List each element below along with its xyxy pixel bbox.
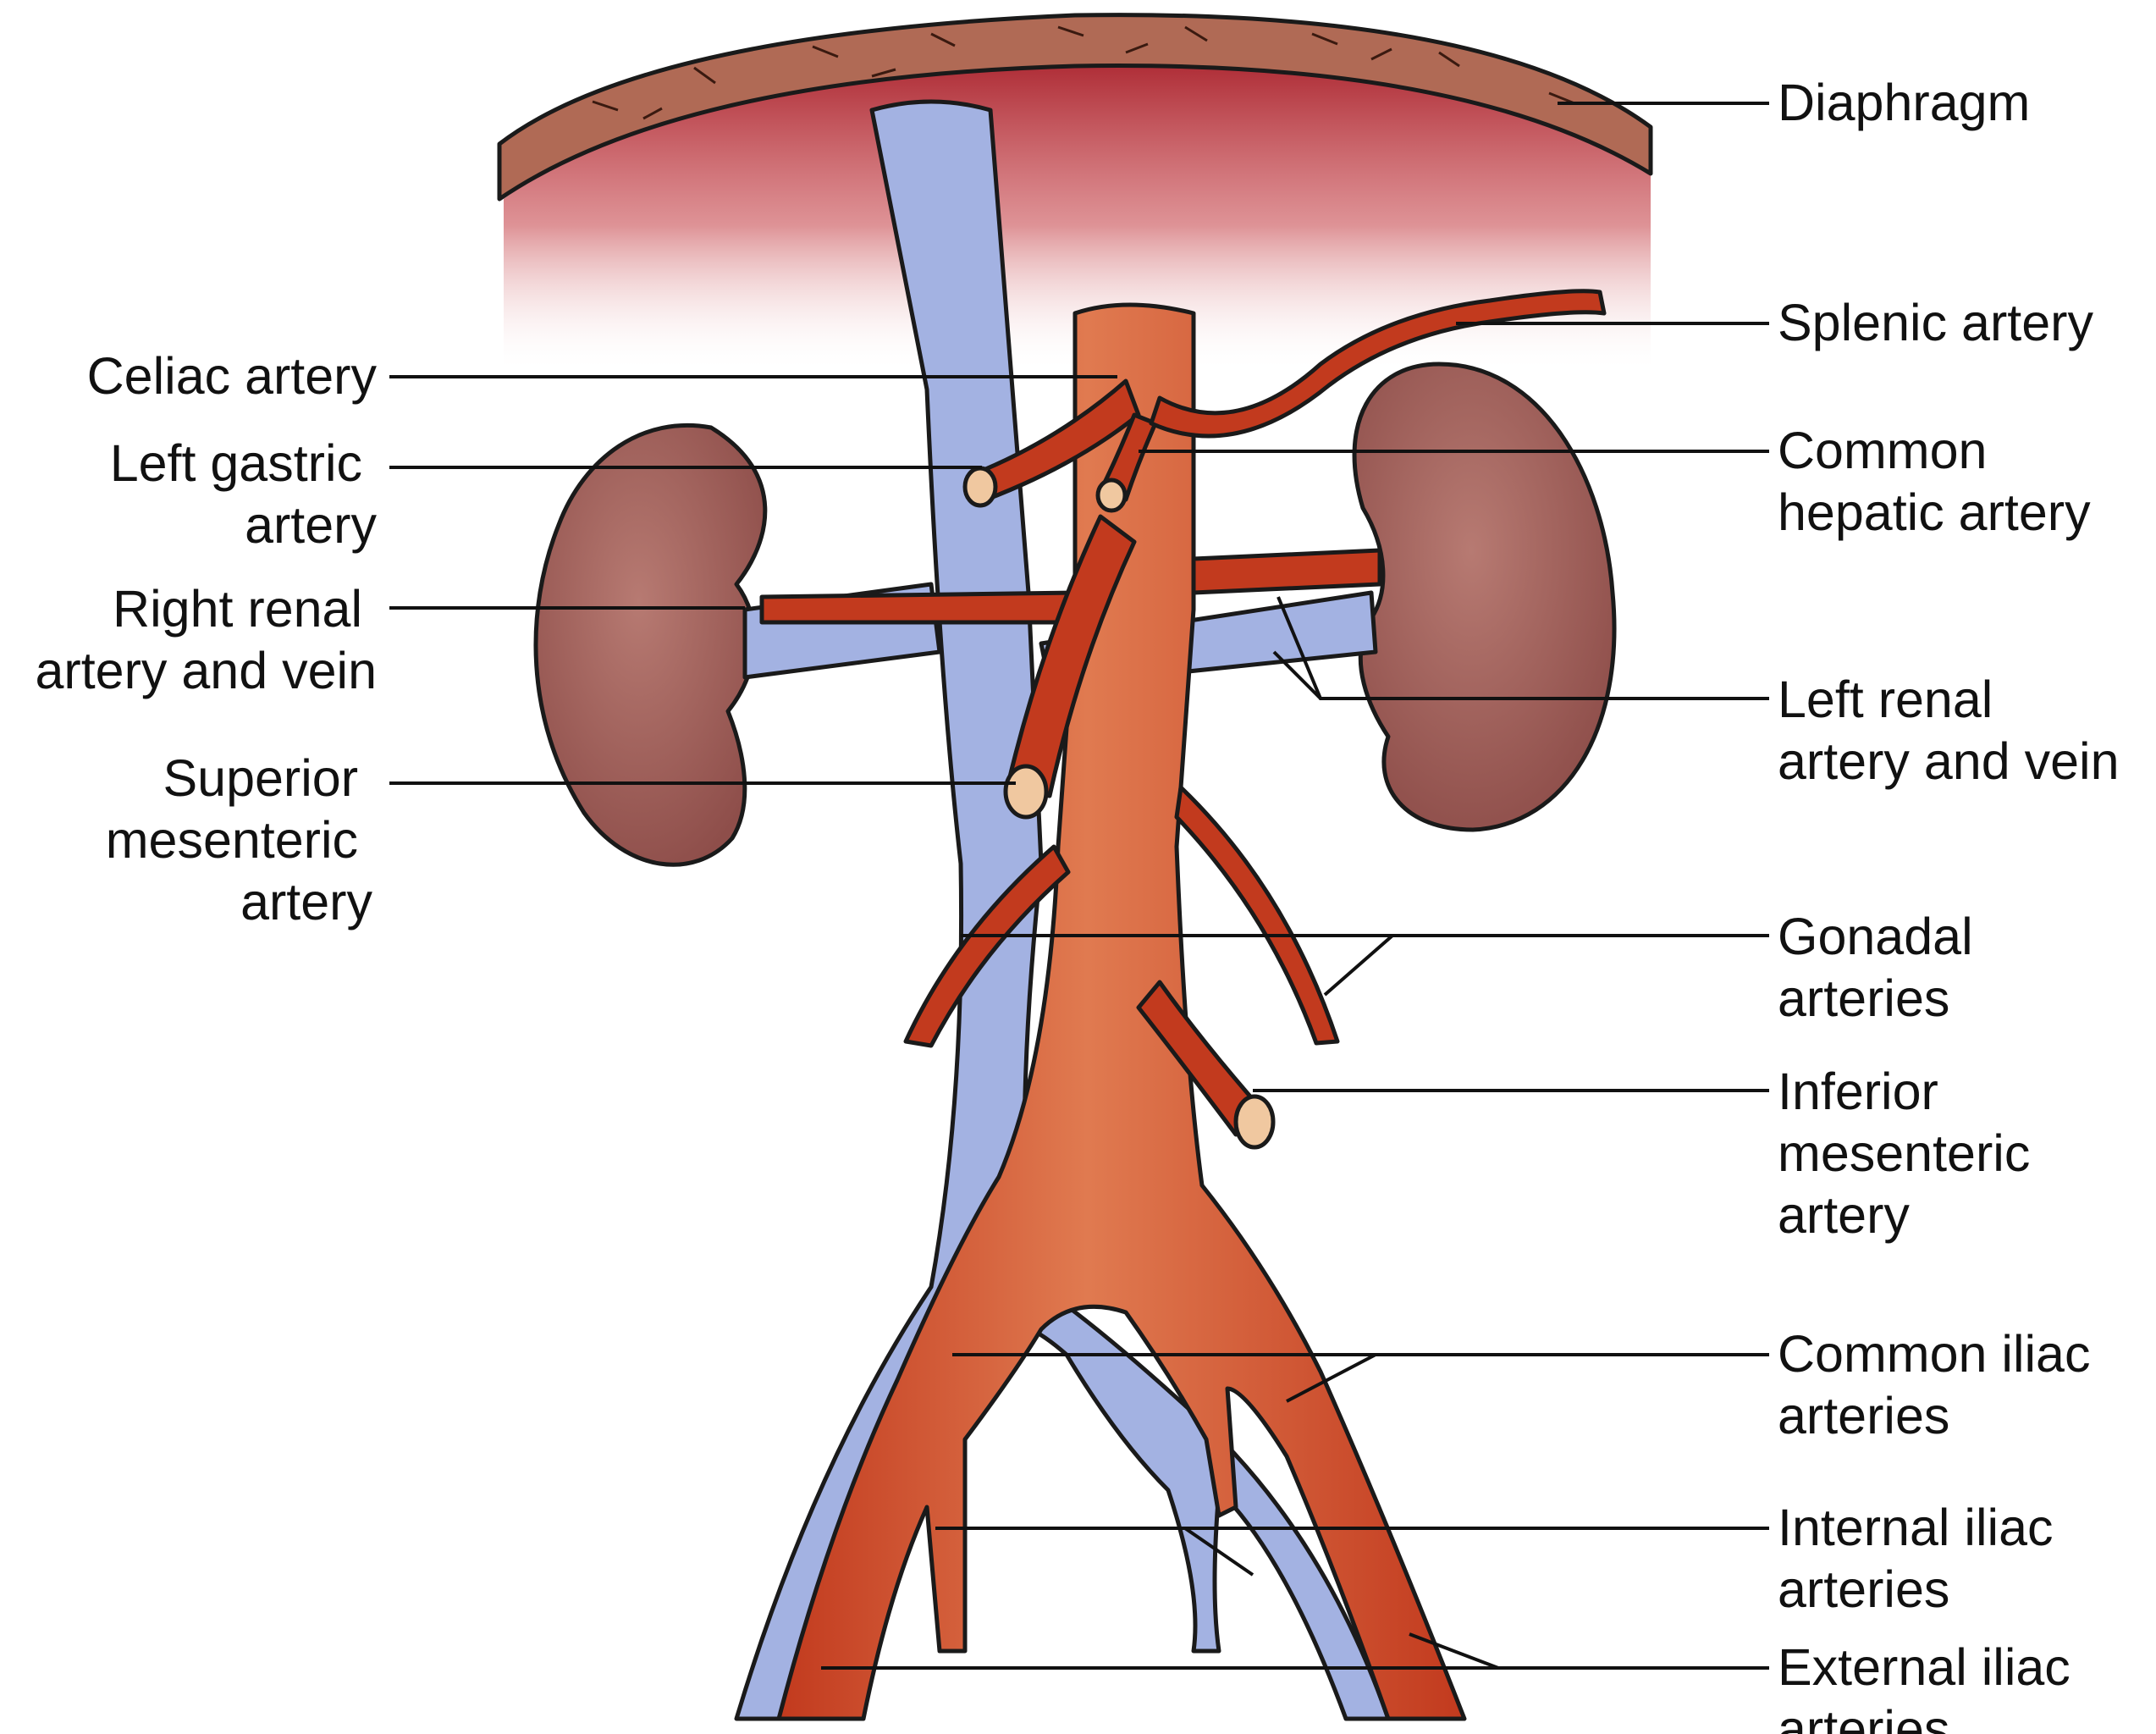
label-splenic-artery: Splenic artery <box>1778 294 2093 351</box>
hepatic-lumen <box>1098 480 1125 511</box>
label-external-iliac-arteries: External iliac arteries <box>1778 1638 2085 1734</box>
label-inferior-mesenteric-artery: Inferior mesenteric artery <box>1778 1063 2044 1244</box>
label-left-renal: Left renal artery and vein <box>1778 671 2120 790</box>
label-common-iliac-arteries: Common iliac arteries <box>1778 1325 2104 1444</box>
label-left-gastric-artery: Left gastric artery <box>110 434 378 554</box>
right-kidney <box>536 425 765 864</box>
label-common-hepatic-artery: Common hepatic artery <box>1778 422 2091 541</box>
left-gastric-lumen <box>965 468 995 505</box>
label-celiac-artery: Celiac artery <box>87 347 378 405</box>
label-gonadal-arteries: Gonadal arteries <box>1778 908 1988 1027</box>
left-kidney <box>1354 364 1614 830</box>
ima-lumen <box>1236 1096 1273 1147</box>
label-internal-iliac-arteries: Internal iliac arteries <box>1778 1499 2067 1618</box>
label-diaphragm: Diaphragm <box>1778 74 2030 131</box>
label-superior-mesenteric-artery: Superior mesenteric artery <box>106 749 373 931</box>
sma-lumen <box>1006 766 1046 817</box>
label-right-renal: Right renal artery and vein <box>36 580 378 699</box>
